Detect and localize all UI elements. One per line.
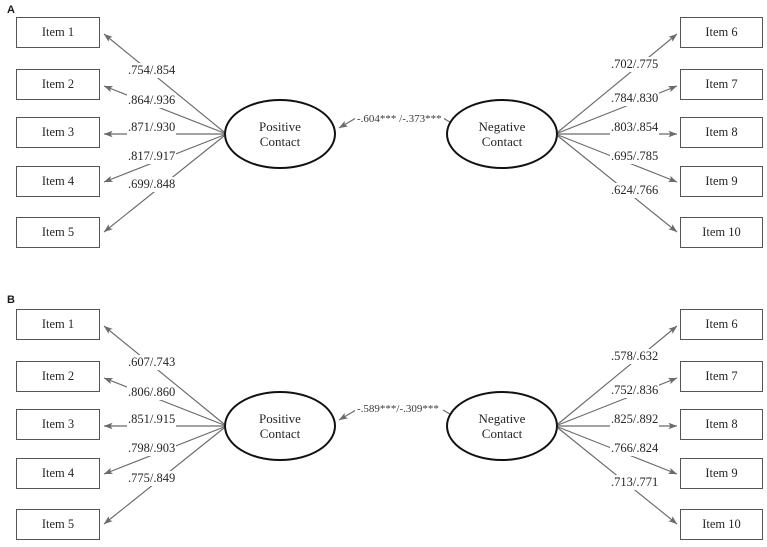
panel-a-covariance-label: -.604*** /-.373*** [355, 113, 444, 125]
panel-a-left-loading-3: .871/.930 [127, 120, 177, 135]
panel-a-left-item-4: Item 4 [16, 166, 100, 197]
panel-b-right-loading-7: .752/.836 [610, 383, 660, 398]
panel-a-latent-positive-line1: Positive [259, 118, 301, 134]
panel-b-left-loading-1: .607/.743 [127, 355, 177, 370]
panel-a-left-loading-5: .699/.848 [127, 177, 177, 192]
panel-b-left-loading-5: .775/.849 [127, 471, 177, 486]
panel-b-latent-negative-line1: Negative [478, 410, 526, 426]
panel-b-right-loading-9: .766/.824 [610, 441, 660, 456]
panel-b-right-loading-6: .578/.632 [610, 349, 660, 364]
panel-b-right-item-8: Item 8 [680, 409, 763, 440]
panel-a-right-loading-10: .624/.766 [610, 183, 660, 198]
panel-b-latent-positive-line1: Positive [259, 410, 301, 426]
panel-a-latent-positive-line2: Contact [259, 134, 301, 149]
panel-b-latent-positive-line2: Contact [259, 426, 301, 441]
panel-b-left-loading-3: .851/.915 [127, 412, 177, 427]
panel-a-latent-negative-line1: Negative [478, 118, 526, 134]
panel-a-left-item-3: Item 3 [16, 117, 100, 148]
panel-b-left-item-1: Item 1 [16, 309, 100, 340]
panel-a-left-item-5: Item 5 [16, 217, 100, 248]
panel-a-right-item-10: Item 10 [680, 217, 763, 248]
panel-a-right-item-6: Item 6 [680, 17, 763, 48]
panel-b-left-item-4: Item 4 [16, 458, 100, 489]
panel-a-right-item-7: Item 7 [680, 69, 763, 100]
panel-a-left-loading-4: .817/.917 [127, 149, 177, 164]
panel-a-right-loading-8: .803/.854 [610, 120, 660, 135]
panel-a-left-item-1: Item 1 [16, 17, 100, 48]
panel-a: A Item 1 Item 2 Item 3 Item 4 Item 5 Ite… [7, 4, 763, 248]
panel-a-right-loading-7: .784/.830 [610, 91, 660, 106]
panel-a-latent-negative-contact: Negative Contact [446, 99, 558, 169]
panel-a-latent-positive-contact: Positive Contact [224, 99, 336, 169]
panel-b-letter: B [7, 294, 15, 306]
panel-b-right-item-10: Item 10 [680, 509, 763, 540]
panel-a-right-loading-6: .702/.775 [610, 57, 660, 72]
panel-a-right-loading-9: .695/.785 [610, 149, 660, 164]
panel-b-right-item-6: Item 6 [680, 309, 763, 340]
panel-b-left-item-3: Item 3 [16, 409, 100, 440]
panel-b-right-loading-8: .825/.892 [610, 412, 660, 427]
panel-b-right-item-9: Item 9 [680, 458, 763, 489]
panel-a-right-item-8: Item 8 [680, 117, 763, 148]
panel-b: B Item 1 Item 2 Item 3 Item 4 Item 5 Ite… [0, 290, 767, 547]
panel-a-left-loading-1: .754/.854 [127, 63, 177, 78]
panel-b-latent-positive-contact: Positive Contact [224, 391, 336, 461]
panel-a-letter: A [7, 4, 15, 16]
panel-b-left-item-5: Item 5 [16, 509, 100, 540]
panel-b-right-loading-10: .713/.771 [610, 475, 660, 490]
panel-b-right-item-7: Item 7 [680, 361, 763, 392]
panel-b-left-item-2: Item 2 [16, 361, 100, 392]
panel-b-latent-negative-line2: Contact [481, 426, 523, 441]
panel-a-latent-negative-line2: Contact [481, 134, 523, 149]
panel-b-left-loading-4: .798/.903 [127, 441, 177, 456]
panel-b-covariance-label: -.589***/-.309*** [355, 403, 441, 415]
panel-b-left-loading-2: .806/.860 [127, 385, 177, 400]
panel-a-left-loading-2: .864/.936 [127, 93, 177, 108]
panel-a-right-item-9: Item 9 [680, 166, 763, 197]
panel-b-latent-negative-contact: Negative Contact [446, 391, 558, 461]
panel-a-left-item-2: Item 2 [16, 69, 100, 100]
